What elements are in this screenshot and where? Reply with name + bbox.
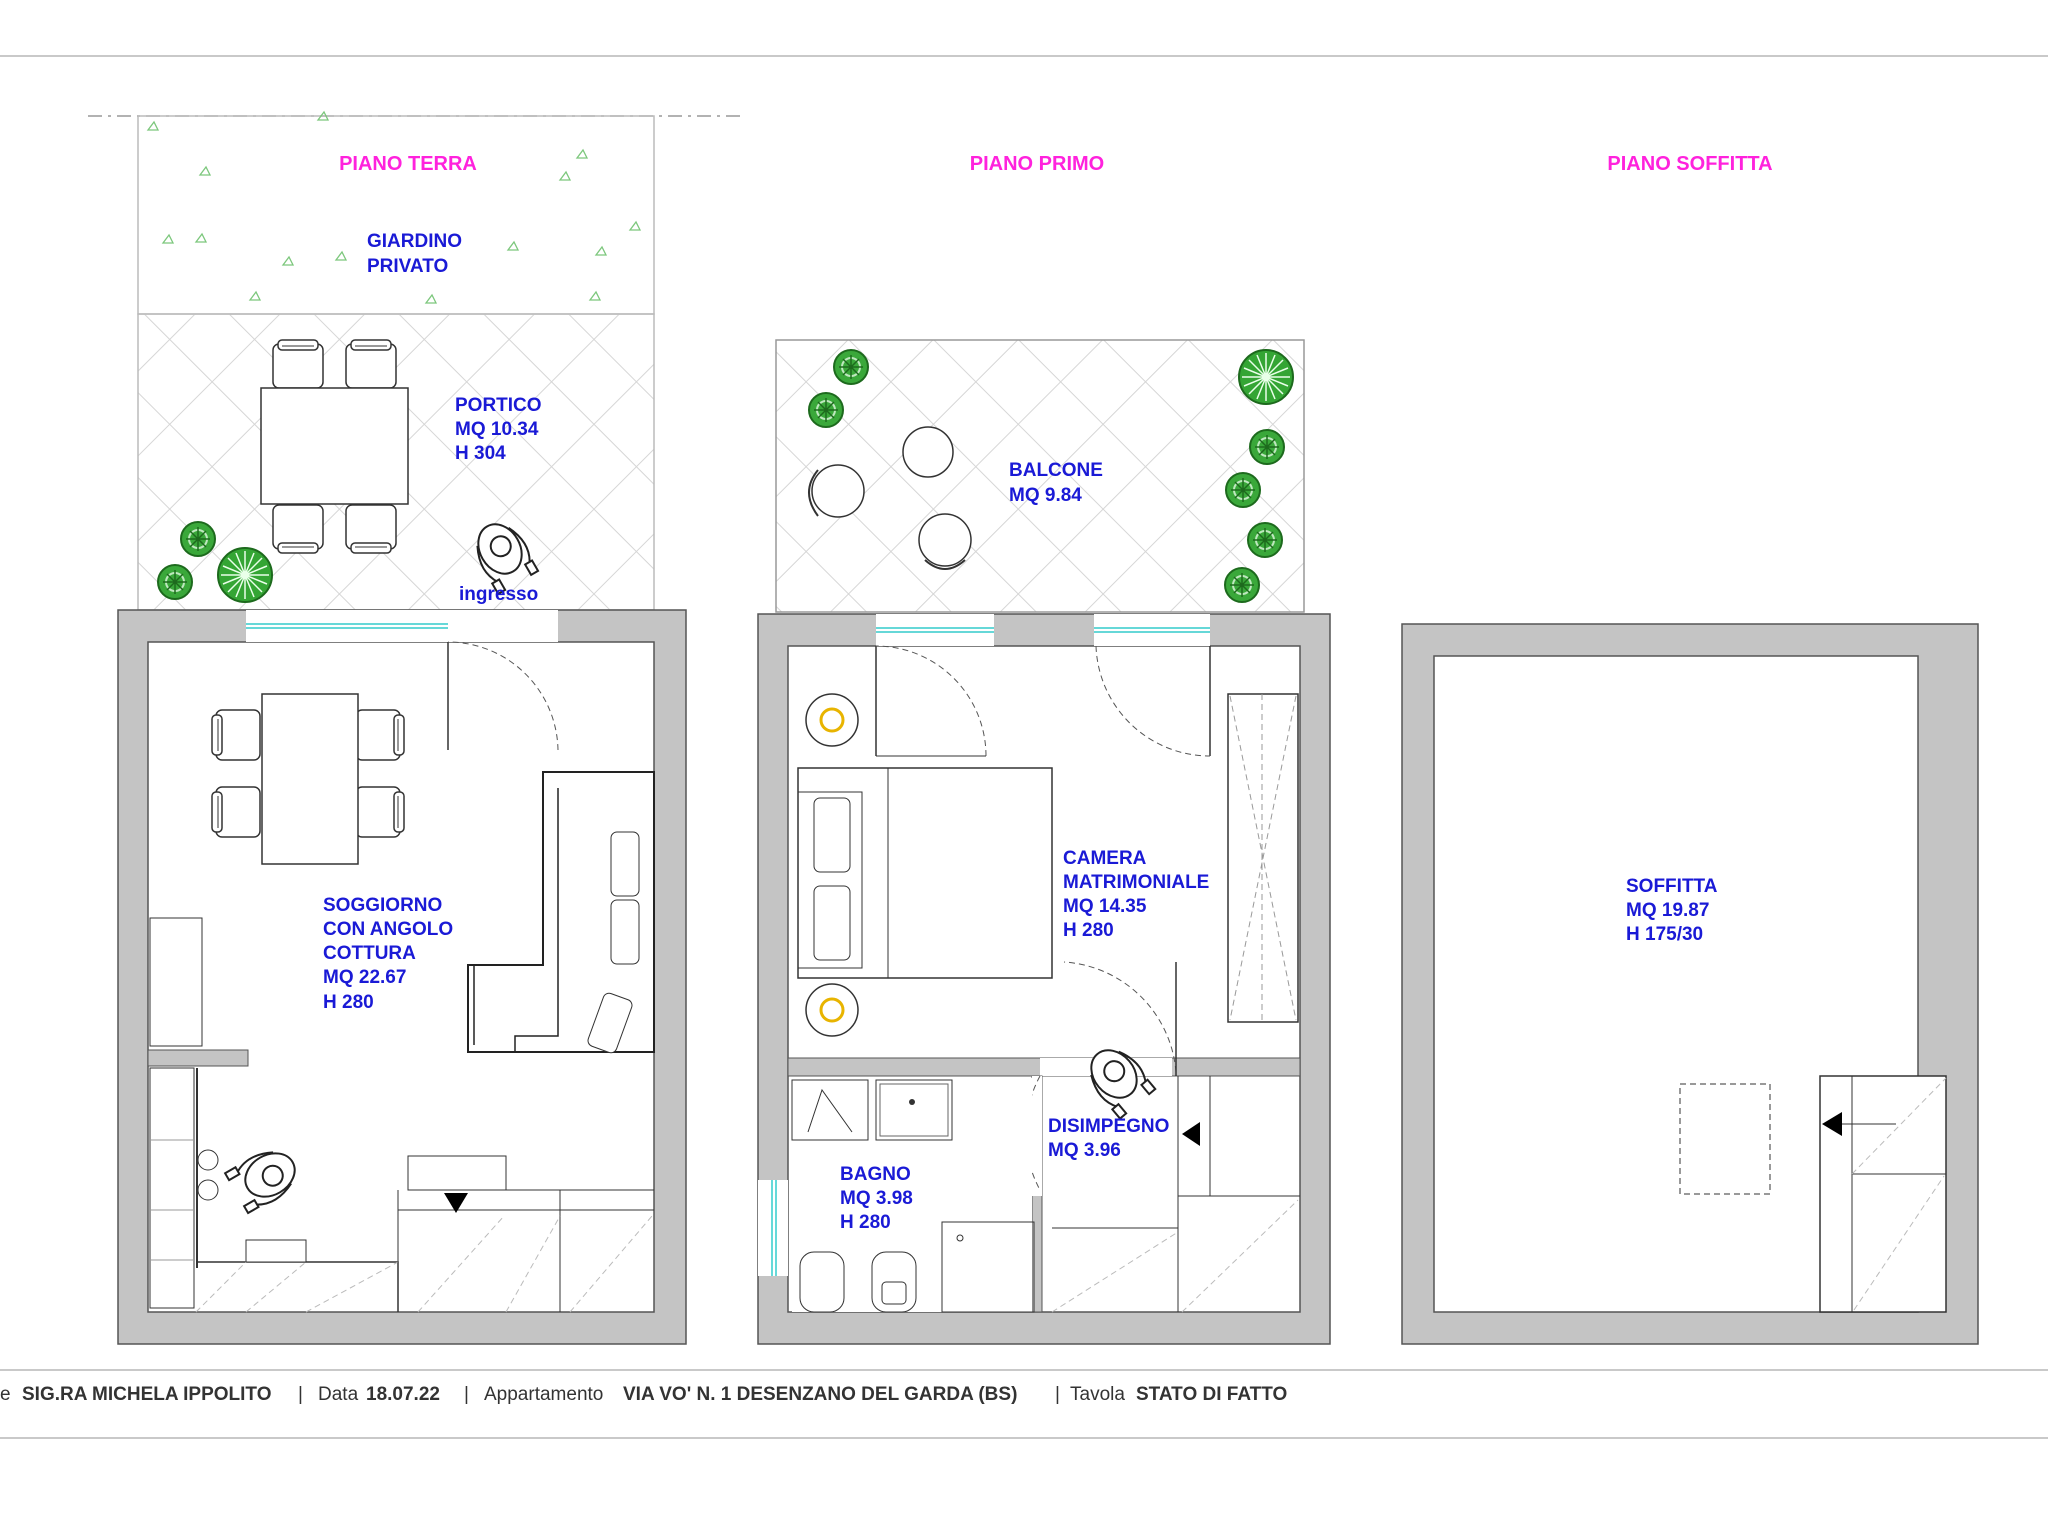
client-name: SIG.RA MICHELA IPPOLITO — [22, 1384, 272, 1405]
portico-line-3: H 304 — [455, 443, 506, 464]
balcony-paving — [775, 339, 1305, 613]
attic-floor-title: PIANO SOFFITTA — [1607, 153, 1772, 175]
skylight — [1679, 1083, 1771, 1195]
client-prefix: e — [0, 1384, 11, 1405]
garden-label: GIARDINO PRIVATO — [367, 231, 467, 277]
bathroom-label: BAGNO MQ 3.98 H 280 — [840, 1164, 918, 1233]
bathroom-line-2: MQ 3.98 — [840, 1188, 913, 1209]
bedroom-line-4: H 280 — [1063, 920, 1114, 941]
attic-label: SOFFITTA MQ 19.87 H 175/30 — [1626, 876, 1722, 945]
living-line-5: H 280 — [323, 992, 374, 1013]
bathroom-line-3: H 280 — [840, 1212, 891, 1233]
bathroom-line-1: BAGNO — [840, 1164, 911, 1185]
balcony-line-2: MQ 9.84 — [1009, 485, 1082, 506]
sheet-label: Tavola — [1070, 1384, 1125, 1405]
portico-table — [260, 387, 409, 505]
portico-line-2: MQ 10.34 — [455, 419, 539, 440]
ground-floor-title: PIANO TERRA — [339, 153, 477, 175]
attic-line-1: SOFFITTA — [1626, 876, 1718, 897]
separator-1: | — [298, 1384, 303, 1405]
date-label: Data — [318, 1384, 359, 1405]
sheet-title: STATO DI FATTO — [1136, 1384, 1288, 1405]
balcony-table — [902, 426, 954, 478]
tv-unit — [149, 917, 203, 1047]
separator-2: | — [464, 1384, 469, 1405]
title-block: e SIG.RA MICHELA IPPOLITO | Data 18.07.2… — [0, 1384, 2048, 1424]
sofa — [467, 771, 655, 1053]
living-line-4: MQ 22.67 — [323, 967, 406, 988]
first-floor-plan — [757, 339, 1331, 1345]
portico-line-1: PORTICO — [455, 395, 542, 416]
apartment-address: VIA VO' N. 1 DESENZANO DEL GARDA (BS) — [623, 1384, 1018, 1405]
first-floor-title: PIANO PRIMO — [970, 153, 1104, 175]
grass-marks — [146, 110, 642, 304]
hallway-label: DISIMPEGNO MQ 3.96 — [1048, 1116, 1175, 1161]
portico-label: PORTICO MQ 10.34 H 304 — [455, 395, 547, 464]
bedroom-label: CAMERA MATRIMONIALE MQ 14.35 H 280 — [1063, 848, 1215, 941]
garden-line-2: PRIVATO — [367, 256, 448, 277]
living-line-1: SOGGIORNO — [323, 895, 442, 916]
balcony-label: BALCONE MQ 9.84 — [1009, 460, 1108, 506]
living-line-2: CON ANGOLO — [323, 919, 453, 940]
balcony-line-1: BALCONE — [1009, 460, 1103, 481]
bedroom-line-3: MQ 14.35 — [1063, 896, 1147, 917]
attic-floor-plan — [1401, 623, 1979, 1345]
garden-area — [137, 115, 655, 315]
apartment-label: Appartamento — [484, 1384, 604, 1405]
entrance-label: ingresso — [459, 584, 538, 605]
date-value: 18.07.22 — [366, 1384, 440, 1405]
ground-floor-plan — [88, 110, 745, 1345]
garden-line-1: GIARDINO — [367, 231, 462, 252]
hallway-line-2: MQ 3.96 — [1048, 1140, 1121, 1161]
bedroom-line-1: CAMERA — [1063, 848, 1147, 869]
dining-table — [261, 693, 359, 865]
bedroom-line-2: MATRIMONIALE — [1063, 872, 1209, 893]
attic-line-2: MQ 19.87 — [1626, 900, 1709, 921]
living-line-3: COTTURA — [323, 943, 416, 964]
hallway-line-1: DISIMPEGNO — [1048, 1116, 1169, 1137]
separator-3: | — [1055, 1384, 1060, 1405]
living-room-label: SOGGIORNO CON ANGOLO COTTURA MQ 22.67 H … — [323, 895, 458, 1013]
attic-line-3: H 175/30 — [1626, 924, 1703, 945]
